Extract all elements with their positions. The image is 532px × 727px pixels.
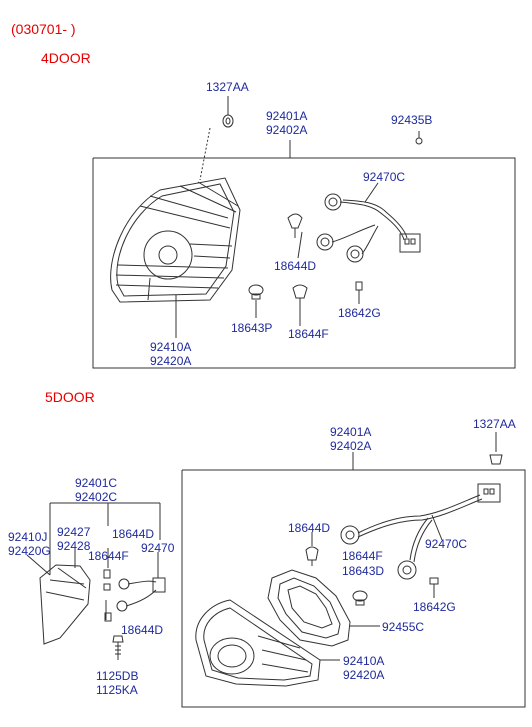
door5-tail-lamp [195,599,340,687]
label-92470: 92470 [141,541,175,555]
door5-wiring-harness-92470c [340,483,501,580]
label-92428: 92428 [57,539,91,553]
label-92435b: 92435B [391,113,433,127]
door5-gasket-92455c [267,569,380,647]
door5-diagram [26,432,526,708]
label-18643d: 18643D [342,564,385,578]
label-92420a: 92420A [150,354,192,368]
label-18644f-left: 18644F [88,549,129,563]
door5-left-bulb-18644d [104,612,112,622]
door5-frame [181,469,526,708]
door4-wiring-harness-92470c [316,182,421,263]
door5-screw-1125db [112,635,124,660]
label-18642g-5door: 18642G [413,600,456,614]
label-92402a: 92402A [266,123,308,137]
label-92402c: 92402C [75,490,118,504]
label-92410j: 92410J [8,530,48,544]
label-18644d: 18644D [274,259,317,273]
date-range-heading: (030701- ) [11,21,76,37]
section-5door-heading: 5DOOR [45,389,95,405]
door4-bulb-18644d [287,213,303,259]
label-1125db: 1125DB [96,669,139,683]
label-18642g: 18642G [338,306,381,320]
label-18643p: 18643P [231,321,273,335]
label-92401a: 92401A [266,109,308,123]
door5-right-bulb-18643d [352,590,368,606]
label-92420a-5door: 92420A [343,668,385,682]
label-92402a-5door: 92402A [330,439,372,453]
door5-left-socket [116,577,166,612]
label-18644d-left: 18644D [112,527,155,541]
door5-grommet-1327aa [489,454,503,465]
label-92401a-5door: 92401A [330,425,372,439]
label-1327aa: 1327AA [206,80,249,94]
label-18644d-right: 18644D [288,521,331,535]
door4-screw-92435b [415,131,423,145]
door5-right-bulb-18642g [429,577,439,598]
label-92470c: 92470C [363,170,406,184]
label-92401c: 92401C [75,476,118,490]
door4-diagram [92,96,516,369]
label-18644f: 18644F [288,327,329,341]
door4-bulb-18643p [248,284,264,318]
label-92410a-5door: 92410A [343,654,385,668]
label-1125ka: 1125KA [96,683,138,697]
label-1327aa-5door: 1327AA [473,417,516,431]
section-4door-heading: 4DOOR [41,50,91,66]
label-92427: 92427 [57,525,91,539]
door5-left-bulb-18644f [103,569,111,591]
label-92455c: 92455C [382,620,425,634]
door4-frame [92,157,516,369]
door4-bulb-18642g [355,281,363,304]
label-92420g: 92420G [8,544,51,558]
door5-left-lamp [39,564,91,645]
label-18644f-right: 18644F [342,549,383,563]
door5-right-bulb-18644d [305,532,319,566]
label-92470c-5door: 92470C [425,537,468,551]
label-18644d-lower: 18644D [121,623,164,637]
label-92410a: 92410A [150,340,192,354]
door4-bulb-18644f [292,284,308,326]
door4-grommet-1327aa [222,114,234,128]
door4-tail-lamp [110,177,241,303]
